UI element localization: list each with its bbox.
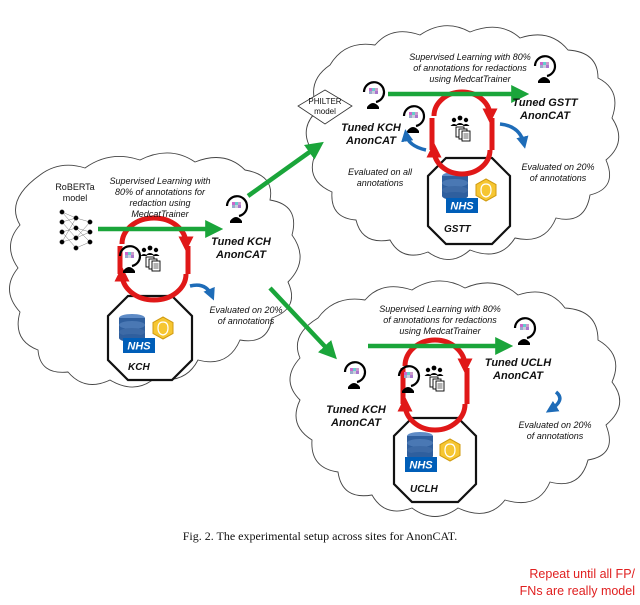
kch-tuned-line2: AnonCAT	[215, 249, 267, 261]
nhs-logo-uclh: NHS	[405, 457, 437, 472]
kch-tuned-line1: Tuned KCH	[211, 236, 272, 248]
kch-supervised-line4: MedcatTrainer	[131, 209, 189, 219]
gstt-site-label: GSTT	[444, 224, 472, 235]
shield-badge-icon	[439, 438, 461, 462]
uclh-tuned-line2: AnonCAT	[492, 370, 544, 382]
kch-supervised-line2: 80% of annotations for	[115, 187, 206, 197]
arrow-to-uclh	[268, 286, 337, 360]
uclh-supervised-line1: Supervised Learning with 80%	[379, 304, 501, 314]
philter-diamond	[297, 89, 353, 125]
uclh-eval-arrow	[545, 390, 562, 413]
roberta-label-line2: model	[63, 193, 88, 203]
uclh-eval-line1: Evaluated on 20%	[518, 420, 591, 430]
gstt-eval-arrow	[499, 122, 529, 149]
uclh-cloud	[289, 280, 621, 517]
shield-badge-icon	[152, 316, 174, 340]
red-note-line1: Repeat until all FP/	[529, 567, 635, 581]
kch-supervised-line3: redaction using	[129, 198, 190, 208]
uclh-supervised-line2: of annotations for redactions	[383, 315, 497, 325]
gstt-supervised-line2: of annotations for redactions	[413, 63, 527, 73]
gstt-eval-line2: of annotations	[530, 173, 587, 183]
philter-label-line2: model	[314, 107, 336, 116]
gstt-kch-tuned-line2: AnonCAT	[345, 135, 397, 147]
database-icon	[407, 432, 433, 460]
gstt-supervised-line3: using MedcatTrainer	[429, 74, 511, 84]
kch-supervised-line1: Supervised Learning with	[109, 176, 210, 186]
nhs-logo-kch: NHS	[123, 338, 155, 353]
gstt-tuned-line2: AnonCAT	[519, 110, 571, 122]
database-icon	[119, 314, 145, 342]
svg-text:NHS: NHS	[409, 460, 433, 472]
roberta-label-line1: RoBERTa	[55, 182, 94, 192]
uclh-kch-tuned-line1: Tuned KCH	[326, 404, 387, 416]
svg-text:NHS: NHS	[127, 341, 151, 353]
cycle-arrows-icon	[114, 215, 194, 303]
gstt-eval-all-arrow	[401, 129, 427, 152]
gstt-evalall-line1: Evaluated on all	[348, 167, 413, 177]
kch-site-label: KCH	[128, 362, 150, 373]
cycle-arrows-icon	[397, 337, 473, 433]
red-note-line2: FNs are really model	[520, 584, 635, 598]
uclh-site-label: UCLH	[410, 484, 439, 495]
shield-badge-icon	[475, 178, 497, 202]
uclh-supervised-line3: using MedcatTrainer	[399, 326, 481, 336]
neural-network-icon	[59, 209, 93, 251]
nhs-logo-gstt: NHS	[446, 198, 478, 213]
uclh-kch-tuned-line2: AnonCAT	[330, 417, 382, 429]
kch-eval-arrow	[189, 283, 215, 301]
svg-text:NHS: NHS	[450, 201, 474, 213]
uclh-tuned-line1: Tuned UCLH	[485, 357, 552, 369]
kch-eval-line2: of annotations	[218, 316, 275, 326]
gstt-evalall-line2: annotations	[357, 178, 404, 188]
kch-eval-line1: Evaluated on 20%	[209, 305, 282, 315]
figure-caption: Fig. 2. The experimental setup across si…	[183, 529, 458, 543]
uclh-eval-line2: of annotations	[527, 431, 584, 441]
gstt-eval-line1: Evaluated on 20%	[521, 162, 594, 172]
gstt-supervised-line1: Supervised Learning with 80%	[409, 52, 531, 62]
gstt-cloud	[305, 25, 620, 260]
philter-label-line1: PHILTER	[308, 97, 341, 106]
gstt-tuned-line1: Tuned GSTT	[512, 97, 578, 109]
gstt-kch-tuned-line1: Tuned KCH	[341, 122, 402, 134]
arrow-to-gstt	[246, 141, 324, 198]
